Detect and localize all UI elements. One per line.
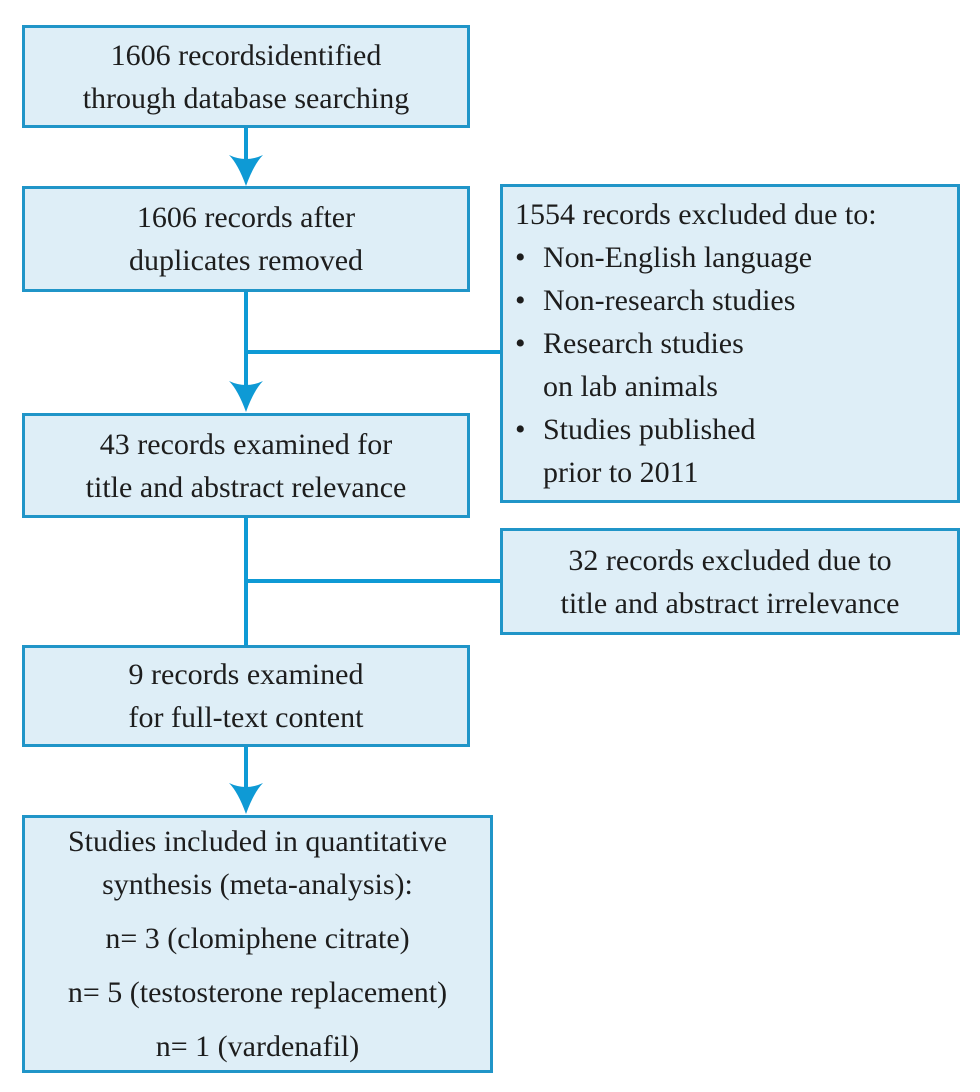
bullet-icon: •	[515, 327, 526, 360]
bullet-item: • Non-research studies	[515, 279, 795, 322]
box-text-line: 1606 records after	[136, 201, 356, 234]
bullet-text-line: Studies published	[543, 413, 756, 446]
box-text-line: 32 records excluded due to	[568, 543, 892, 577]
bullet-text-line: Research studies	[543, 327, 744, 360]
box-records-identified: 1606 recordsidentified through database …	[22, 25, 470, 128]
box-title-abstract-examined: 43 records examined for title and abstra…	[22, 413, 470, 518]
bullet-text-line: Non-research studies	[543, 284, 796, 317]
box-text-line: for full-text content	[128, 701, 364, 734]
box-excluded-database-search: 1554 records excluded due to: • Non-Engl…	[500, 184, 960, 503]
bullet-text-line: on lab animals	[543, 370, 718, 403]
bullet-icon: •	[515, 413, 526, 446]
arrowhead-deduplicated-to-screened	[229, 381, 263, 412]
box-text-line: title and abstract relevance	[85, 470, 407, 504]
box-text-line: 9 records examined	[128, 658, 364, 691]
bullet-text-line: prior to 2011	[543, 456, 699, 489]
bullet-item: • Research studies on lab animals	[515, 322, 744, 408]
included-count-line: n= 5 (testosterone replacement)	[67, 976, 448, 1009]
included-count-line: n= 1 (vardenafil)	[155, 1030, 360, 1063]
box-text-line: through database searching	[82, 81, 410, 115]
arrowhead-fulltext-to-included	[229, 783, 263, 814]
box-text-line: 43 records examined for	[99, 427, 393, 461]
included-count-line: n= 3 (clomiphene citrate)	[105, 922, 410, 955]
box-text-line: title and abstract irrelevance	[560, 586, 900, 620]
bullet-icon: •	[515, 241, 526, 274]
bullet-text-line: Non-English language	[543, 241, 813, 274]
box-excluded-title-abstract: 32 records excluded due to title and abs…	[500, 528, 960, 635]
box-duplicates-removed: 1606 records after duplicates removed	[22, 186, 470, 292]
box-text-line: duplicates removed	[128, 244, 364, 277]
box-included-synthesis: Studies included in quantitative synthes…	[22, 815, 493, 1073]
box-text-line: synthesis (meta-analysis):	[102, 868, 413, 901]
arrowhead-identified-to-deduplicated	[229, 155, 263, 186]
bullet-icon: •	[515, 284, 526, 317]
box-text-line: Studies included in quantitative	[67, 825, 448, 858]
box-fulltext-examined: 9 records examined for full-text content	[22, 645, 470, 747]
bullet-item: • Studies published prior to 2011	[515, 408, 756, 494]
box-text-line: 1606 recordsidentified	[110, 38, 382, 72]
exclusion-heading: 1554 records excluded due to:	[515, 198, 877, 231]
bullet-item: • Non-English language	[515, 236, 812, 279]
